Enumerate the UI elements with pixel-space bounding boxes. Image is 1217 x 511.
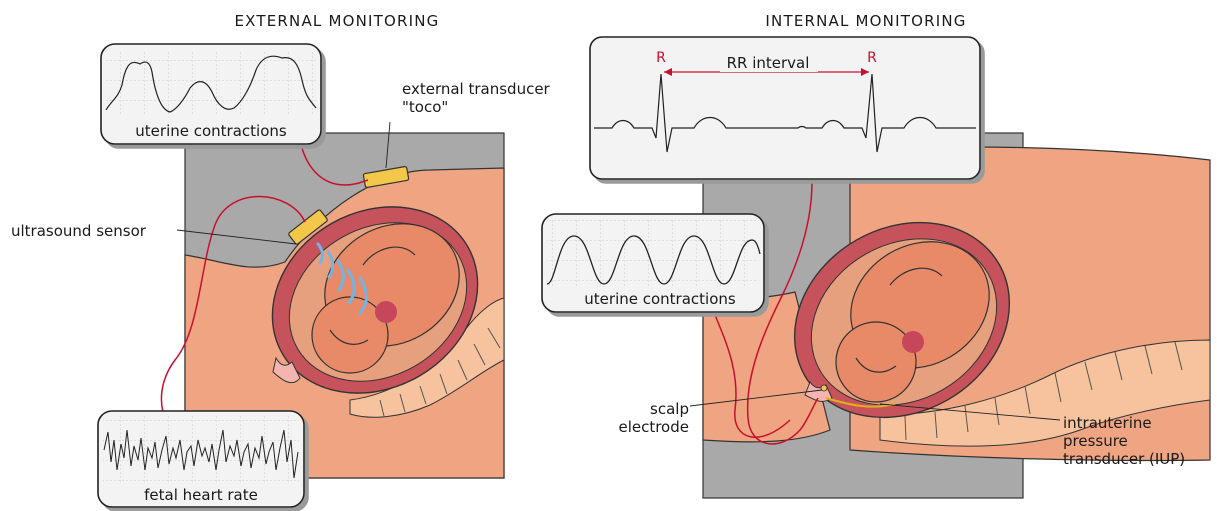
- scalp-electrode-label-line1: scalp: [650, 400, 689, 418]
- ecg-r-peak-right: R: [867, 50, 877, 66]
- fetal-heart-rate-label: fetal heart rate: [144, 486, 258, 504]
- ecg-r-peak-left: R: [656, 50, 666, 66]
- ecg-monitor: R R RR interval: [590, 37, 980, 179]
- fetal-heart-rate-monitor: fetal heart rate: [98, 411, 304, 507]
- rr-interval-label: RR interval: [727, 54, 810, 72]
- external-monitoring-title: EXTERNAL MONITORING: [234, 12, 439, 30]
- iup-label-line1: intrauterine: [1063, 414, 1152, 432]
- scalp-electrode-label-line2: electrode: [618, 418, 689, 436]
- ultrasound-sensor-label: ultrasound sensor: [11, 222, 147, 240]
- iup-label-line3: transducer (IUP): [1063, 450, 1185, 468]
- toco-label-line1: external transducer: [402, 80, 551, 98]
- internal-contractions-label: uterine contractions: [584, 290, 736, 308]
- external-contractions-monitor: uterine contractions: [101, 44, 321, 144]
- internal-monitoring-title: INTERNAL MONITORING: [765, 12, 966, 30]
- toco-label-line2: "toco": [402, 98, 448, 116]
- external-contractions-label: uterine contractions: [135, 122, 287, 140]
- iup-label-line2: pressure: [1063, 432, 1128, 450]
- internal-contractions-monitor: uterine contractions: [542, 214, 764, 312]
